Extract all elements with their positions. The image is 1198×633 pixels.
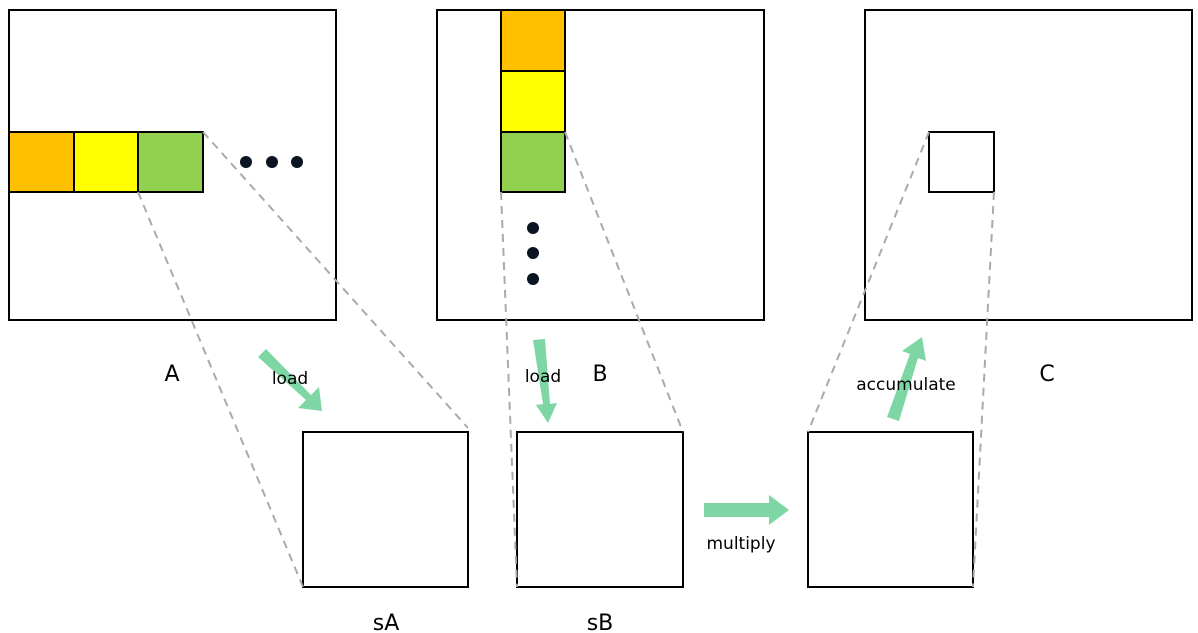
accumulate-label: accumulate bbox=[856, 375, 956, 395]
shared-a-box bbox=[302, 431, 469, 588]
multiply-arrow bbox=[704, 495, 789, 525]
a-tile-orange bbox=[8, 131, 75, 193]
shared-b-box bbox=[516, 431, 684, 588]
matrix-c bbox=[864, 9, 1193, 321]
a-ellipsis-dots bbox=[240, 156, 303, 168]
shared-a-label: sA bbox=[373, 611, 400, 633]
matrix-a-label: A bbox=[164, 362, 179, 387]
load-b-label: load bbox=[525, 367, 561, 387]
b-ellipsis-dots bbox=[527, 222, 539, 285]
a-tile-green bbox=[137, 131, 204, 193]
b-tile-green bbox=[500, 131, 566, 193]
matrix-c-label: C bbox=[1039, 362, 1054, 387]
accumulate-arrow bbox=[887, 337, 926, 421]
load-a-arrow bbox=[258, 349, 322, 411]
multiply-label: multiply bbox=[706, 534, 775, 554]
guide-lines bbox=[137, 131, 995, 588]
load-b-arrow bbox=[533, 339, 557, 423]
b-tile-orange bbox=[500, 9, 566, 72]
c-output-tile bbox=[928, 131, 995, 193]
a-tile-yellow bbox=[73, 131, 139, 193]
matrix-b-label: B bbox=[592, 362, 607, 387]
shared-b-label: sB bbox=[587, 611, 614, 633]
load-a-label: load bbox=[272, 369, 308, 389]
b-tile-yellow bbox=[500, 70, 566, 133]
matrix-b bbox=[436, 9, 765, 321]
accumulator-box bbox=[807, 431, 974, 588]
